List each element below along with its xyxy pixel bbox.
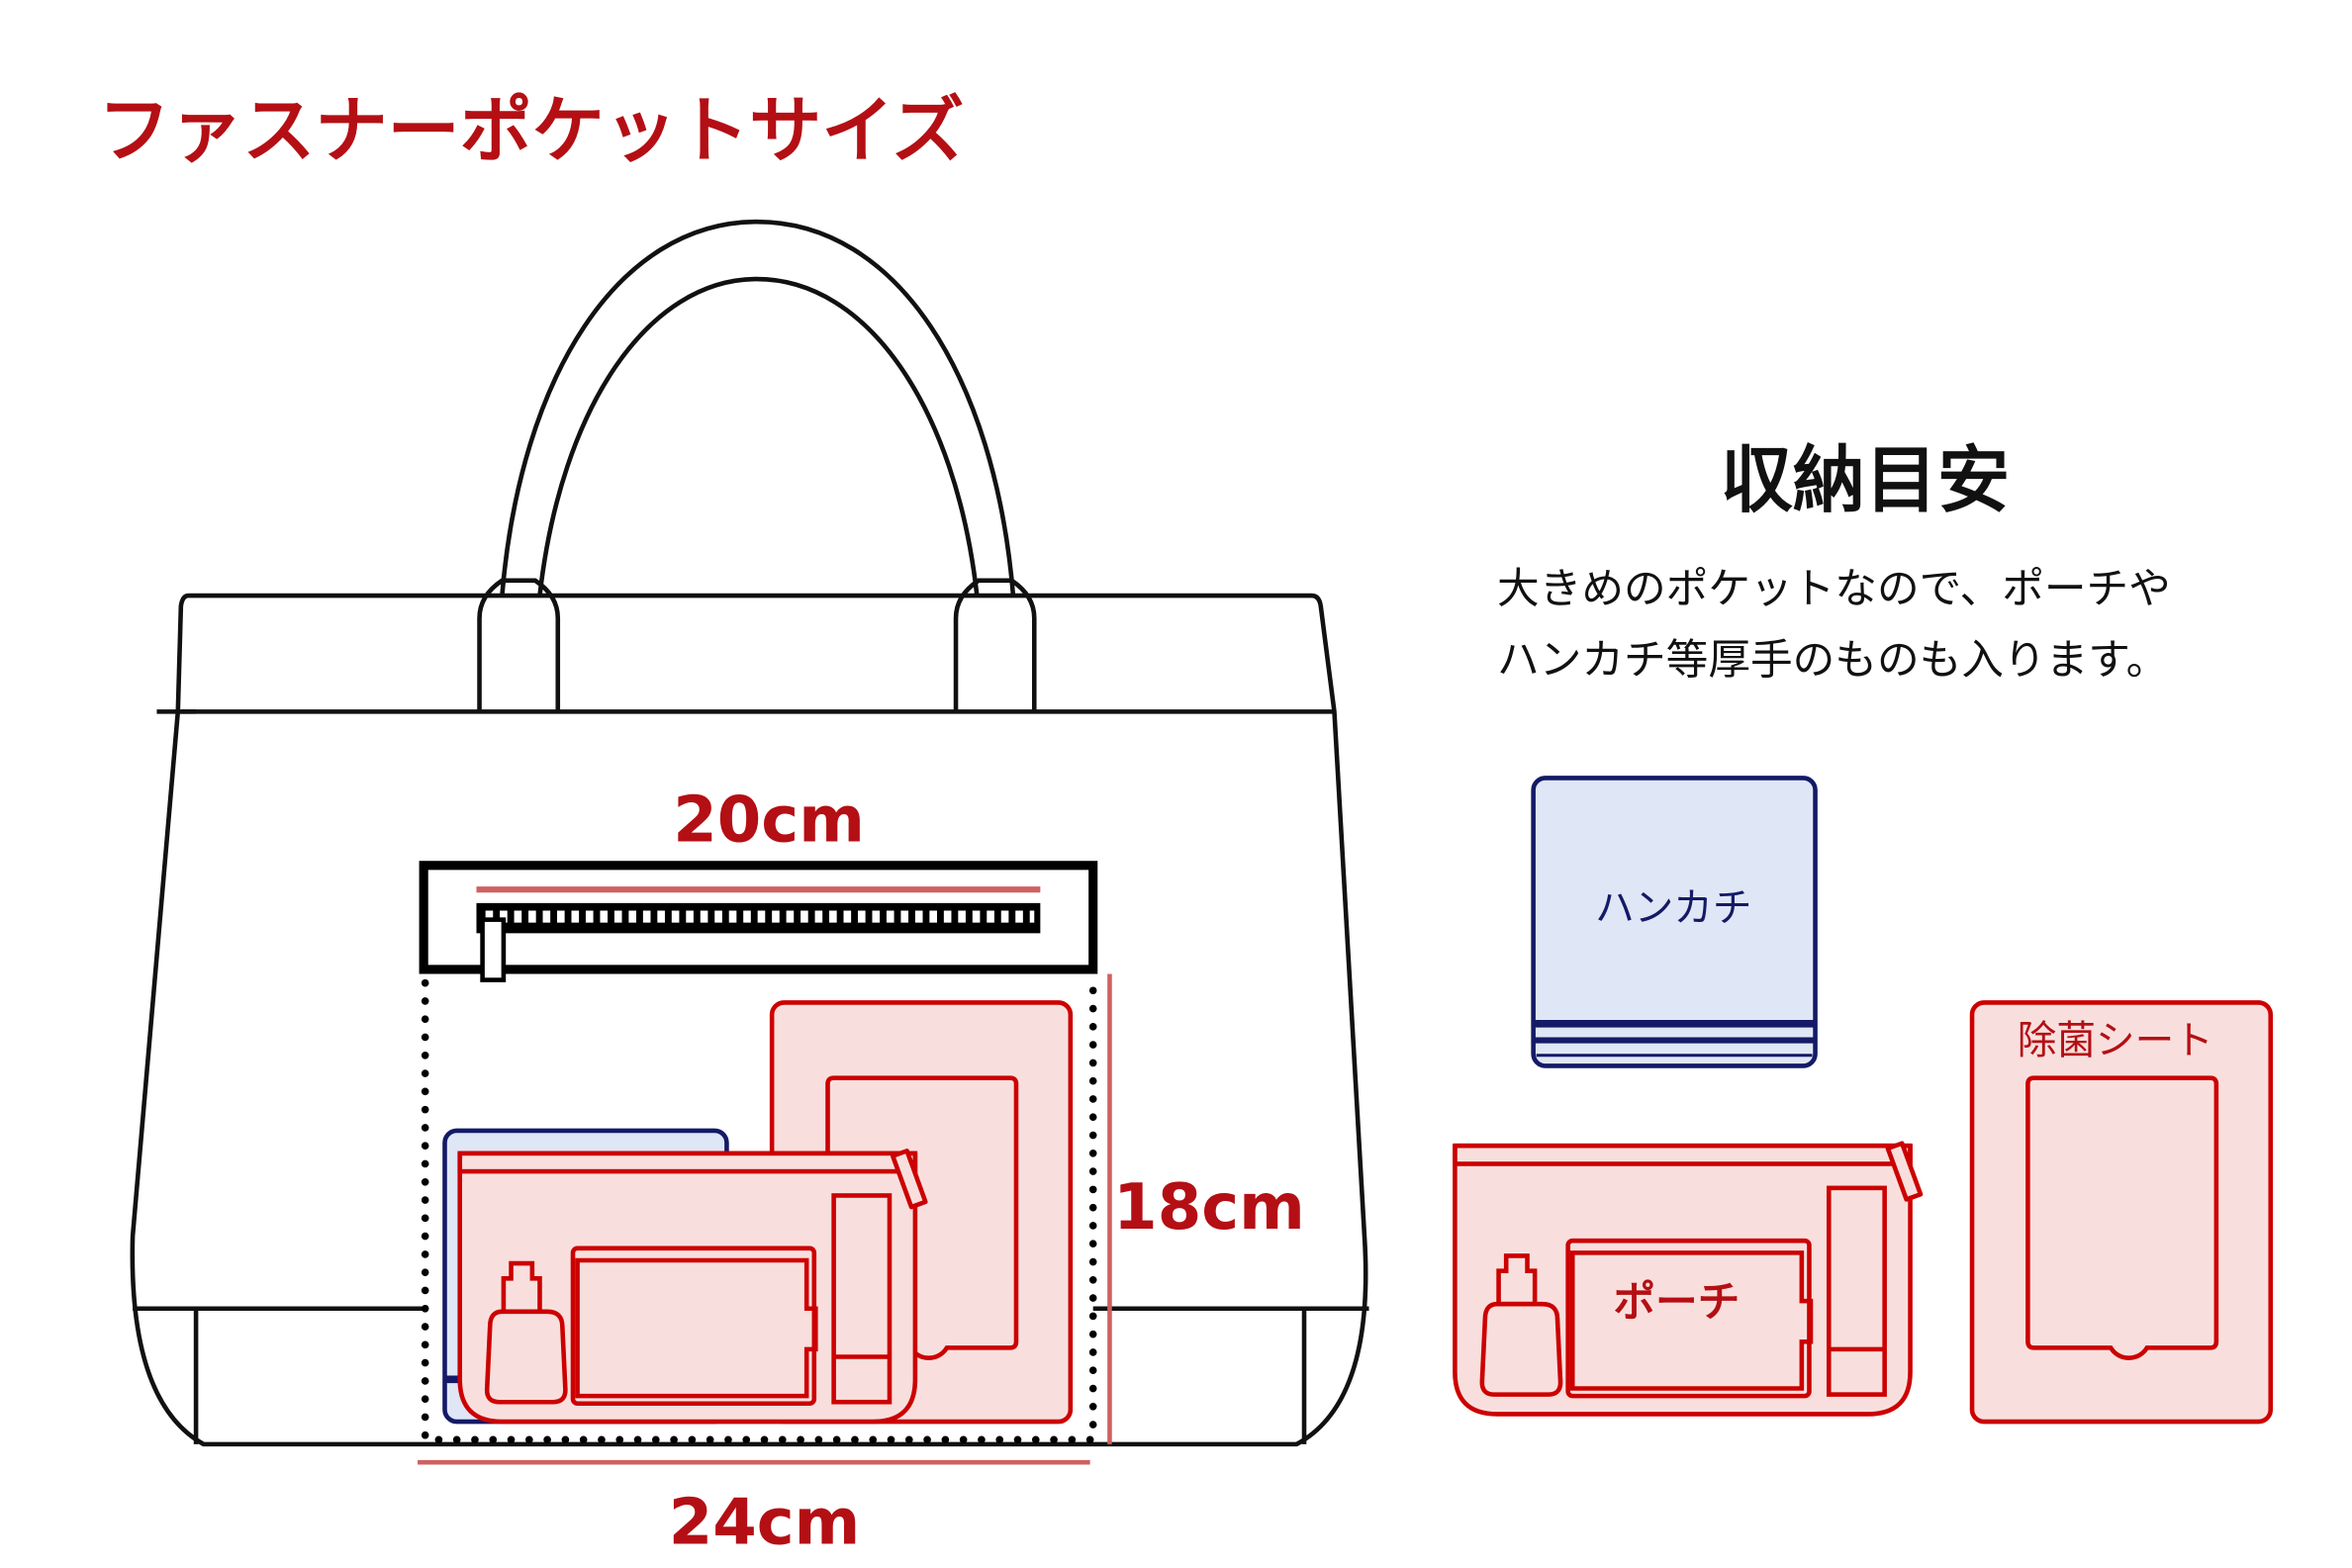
height-label: 18cm [1113,1171,1305,1245]
zipper [419,861,1098,982]
pocket-contents [421,973,1097,1444]
handkerchief-label: ハンカチ [1595,885,1751,931]
pouch-item: ポーチ [1455,1144,1921,1415]
page-title: ファスナーポケットサイズ [98,89,964,173]
pouch-label: ポーチ [1613,1277,1740,1327]
handkerchief-item: ハンカチ [1531,776,1818,1068]
capacity-description-line-1: 大きめのポケットなので、ポーチや [1497,565,2171,614]
wipes-item: 除菌シート [1972,1002,2271,1422]
wipes-label: 除菌シート [2018,1018,2213,1063]
capacity-heading: 収納目安 [1721,439,2010,523]
capacity-description-line-2: ハンカチ等厚手のものも入ります。 [1497,635,2168,685]
zipper-width-label: 20cm [673,784,865,857]
pocket-width-label: 24cm [669,1486,861,1559]
pouch-in-pocket [460,1151,926,1422]
